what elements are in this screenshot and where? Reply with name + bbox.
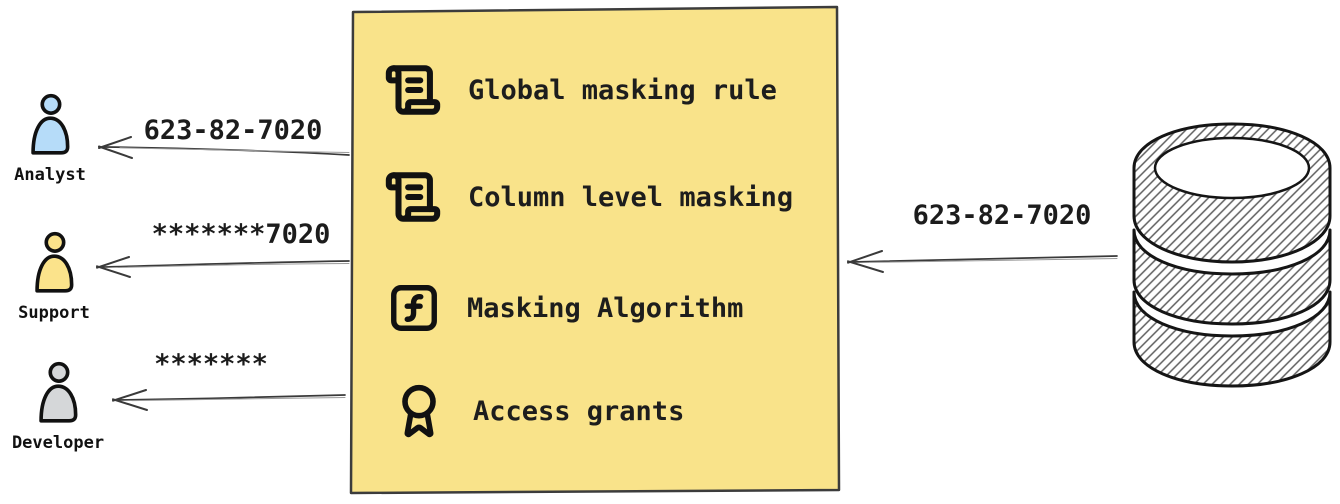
person-icon xyxy=(35,231,74,293)
box-item-global-masking-rule: Global masking rule xyxy=(384,59,777,121)
box-item-label: Access grants xyxy=(473,395,685,427)
person-icon xyxy=(39,361,78,423)
persona-label: Support xyxy=(18,303,90,323)
scroll-text-icon xyxy=(385,65,441,115)
box-item-label: Column level masking xyxy=(468,181,794,213)
box-item-masking-algorithm: Masking Algorithm xyxy=(387,277,743,339)
persona-label: Developer xyxy=(11,433,105,453)
box-item-label: Masking Algorithm xyxy=(467,292,744,324)
award-icon xyxy=(402,384,436,438)
database-icon xyxy=(1132,122,1332,388)
function-square-icon xyxy=(391,285,437,331)
box-item-access-grants: Access grants xyxy=(391,380,684,442)
box-item-label: Global masking rule xyxy=(468,74,777,106)
persona-support: Support xyxy=(6,224,102,323)
scroll-text-icon xyxy=(385,172,441,222)
persona-analyst: Analyst xyxy=(2,86,98,185)
arrow-box-to-support xyxy=(96,256,350,278)
persona-label: Analyst xyxy=(14,165,86,185)
developer-received-value: ******* xyxy=(154,349,268,380)
person-icon xyxy=(31,93,70,155)
analyst-received-value: 623-82-7020 xyxy=(143,115,323,146)
arrow-box-to-developer xyxy=(112,389,346,411)
persona-developer: Developer xyxy=(10,354,106,453)
box-item-column-level-masking: Column level masking xyxy=(384,166,793,228)
database-sent-value: 623-82-7020 xyxy=(912,200,1092,231)
support-received-value: *******7020 xyxy=(151,219,331,250)
arrow-database-to-box xyxy=(847,250,1118,273)
